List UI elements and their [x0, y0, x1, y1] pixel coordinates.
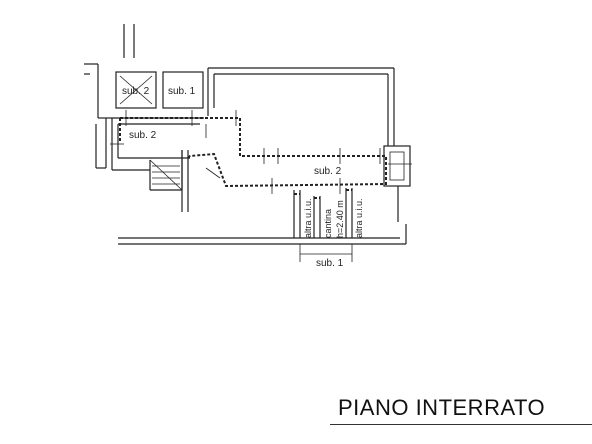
- plan-title: PIANO INTERRATO: [338, 395, 546, 420]
- label-cantina: cantina: [323, 209, 333, 238]
- label-sub2-corridor: sub. 2: [129, 130, 157, 141]
- label-sub1-bottom: sub. 1: [316, 258, 344, 269]
- dimension-ticks: [110, 110, 412, 262]
- label-altra-left: altra u.i.u.: [303, 198, 313, 238]
- label-sub2-main: sub. 2: [314, 166, 342, 177]
- label-cantina-height: h=2.40 m: [335, 200, 345, 238]
- boundary-dashed: [119, 117, 387, 199]
- wall-lines: [84, 24, 411, 255]
- title-underline: [330, 424, 592, 425]
- label-sub2-storage: sub. 2: [122, 86, 150, 97]
- label-sub1-storage: sub. 1: [168, 86, 196, 97]
- label-altra-right: altra u.i.u.: [354, 198, 364, 238]
